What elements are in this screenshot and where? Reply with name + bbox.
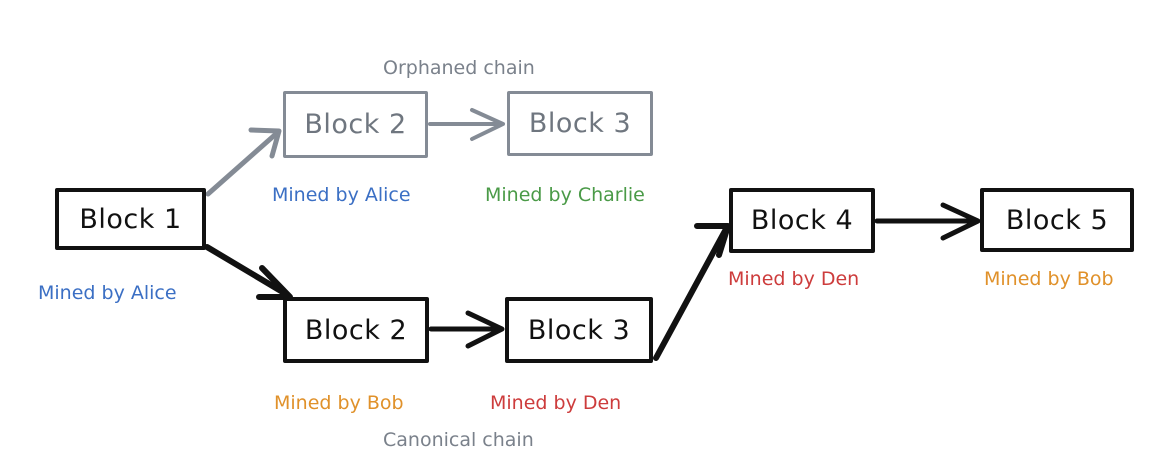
edge-block4-to-block5 <box>874 202 981 241</box>
edge-block2-to-block3 <box>428 310 505 349</box>
block-label: Block 2 <box>304 314 408 346</box>
miner-label-block-5: Mined by Bob <box>984 268 1114 290</box>
block-label: Block 3 <box>528 108 632 139</box>
edge-block3-to-block4 <box>653 223 731 361</box>
block-node-block-1[interactable]: Block 1 <box>55 188 206 250</box>
canonical-chain-caption: Canonical chain <box>383 429 534 451</box>
block-node-orphan-block-2[interactable]: Block 2 <box>283 91 428 158</box>
block-node-orphan-block-3[interactable]: Block 3 <box>507 91 653 156</box>
block-label: Block 2 <box>304 109 407 140</box>
block-label: Block 4 <box>750 205 854 236</box>
edge-block1-to-block2 <box>204 244 293 300</box>
miner-label-orphan-block-3: Mined by Charlie <box>485 184 645 206</box>
block-label: Block 5 <box>1005 204 1109 236</box>
block-node-block-2[interactable]: Block 2 <box>283 297 429 363</box>
block-label: Block 3 <box>527 314 631 346</box>
edge-orphan-block2-to-orphan-block3 <box>428 108 505 141</box>
miner-label-orphan-block-2: Mined by Alice <box>272 184 411 206</box>
block-label: Block 1 <box>79 203 182 235</box>
block-node-block-3[interactable]: Block 3 <box>505 297 653 363</box>
miner-label-block-2: Mined by Bob <box>274 392 404 414</box>
miner-label-block-3: Mined by Den <box>490 392 622 414</box>
block-node-block-5[interactable]: Block 5 <box>980 188 1134 252</box>
orphaned-chain-caption: Orphaned chain <box>383 57 535 79</box>
block-node-block-4[interactable]: Block 4 <box>729 188 875 253</box>
edge-block1-to-orphan-block2 <box>205 127 282 197</box>
miner-label-block-4: Mined by Den <box>728 268 860 290</box>
miner-label-block-1: Mined by Alice <box>38 282 177 304</box>
